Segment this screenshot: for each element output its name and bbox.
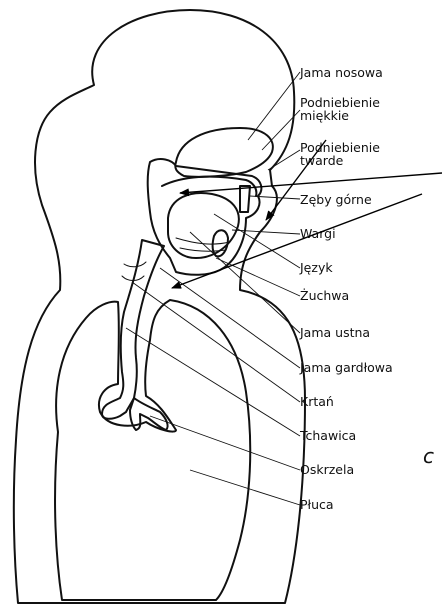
tongue-shape	[168, 193, 239, 258]
label-line: miękkie	[300, 108, 349, 123]
label-line: Tchawica	[299, 428, 356, 443]
label-podniebienie-miekkie: Podniebieniemiękkie	[300, 95, 380, 123]
label-jama-nosowa: Jama nosowa	[299, 65, 383, 80]
label-line: Żuchwa	[300, 288, 349, 303]
label-tchawica: Tchawica	[299, 428, 356, 443]
label-pluca: Płuca	[300, 497, 334, 512]
label-line: Krtań	[300, 394, 334, 409]
label-krtan: Krtań	[300, 394, 334, 409]
nasal-cavity-shape	[175, 128, 273, 177]
label-group: Jama nosowaPodniebieniemiękkiePodniebien…	[299, 65, 393, 512]
label-oskrzela: Oskrzela	[300, 462, 354, 477]
body-silhouette	[14, 10, 305, 603]
label-line: Jama ustna	[299, 325, 370, 340]
label-jezyk: Język	[299, 260, 333, 275]
edge-letter: c	[423, 444, 434, 468]
label-podniebienie-twarde: Podniebienietwarde	[300, 140, 380, 168]
upper-teeth	[240, 186, 250, 212]
label-line: Płuca	[300, 497, 334, 512]
label-line: Język	[299, 260, 333, 275]
label-line: Zęby górne	[300, 192, 372, 207]
label-jama-ustna: Jama ustna	[299, 325, 370, 340]
label-zeby-gorne: Zęby górne	[300, 192, 372, 207]
label-zuchwa: Żuchwa	[300, 288, 349, 303]
label-line: Jama gardłowa	[299, 360, 393, 375]
leader-lines	[126, 72, 300, 505]
label-line: Jama nosowa	[299, 65, 383, 80]
label-line: Oskrzela	[300, 462, 354, 477]
label-jama-gardlowa: Jama gardłowa	[299, 360, 393, 375]
